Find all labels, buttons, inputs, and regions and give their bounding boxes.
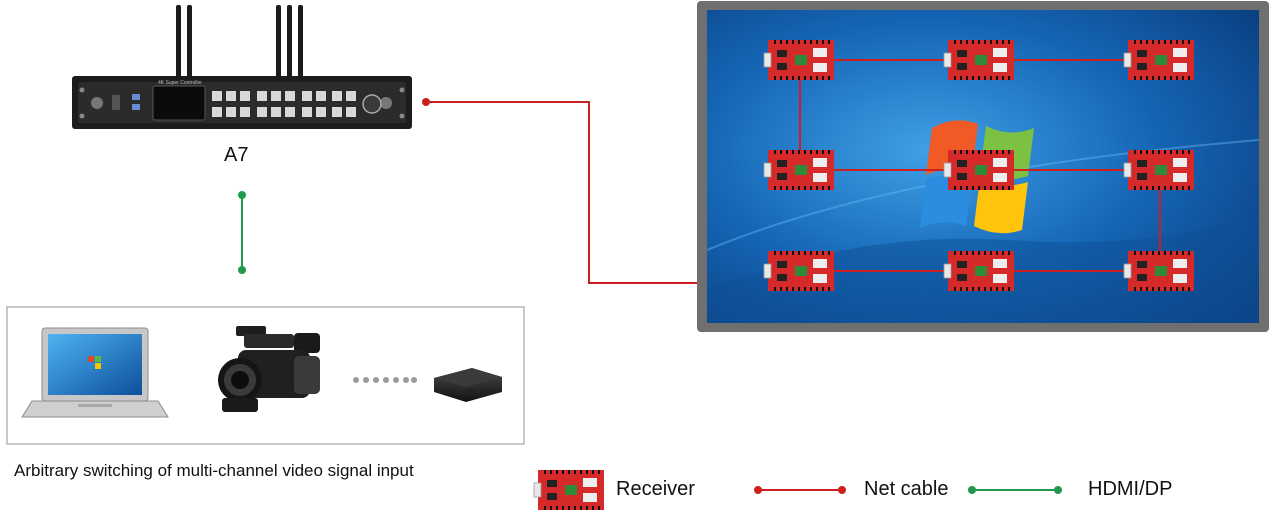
ellipsis-dots [353,377,417,383]
receiver-card-icon [1123,250,1195,292]
net-cable-endpoint [422,98,430,106]
receiver-grid [763,39,1195,292]
receiver-card-icon [1123,149,1195,191]
legend-net-cable-label: Net cable [864,478,949,500]
controller-panel-text: 4K Super Controller [158,80,202,86]
media-box-icon [434,368,502,402]
sources-caption: Arbitrary switching of multi-channel vid… [14,461,414,480]
net-cable-controller-to-screen [426,101,756,284]
legend [533,469,1062,511]
antenna [176,5,303,83]
receiver-card-icon [943,250,1015,292]
receiver-card-icon [1123,39,1195,81]
camcorder-icon [218,326,320,412]
legend-receiver-icon [533,469,605,511]
hdmi-cable-endpoint [238,191,246,199]
receiver-card-icon [763,149,835,191]
controller-knob [362,94,382,114]
controller-buttons [212,91,356,117]
legend-receiver-label: Receiver [616,478,695,500]
receiver-card-icon [943,149,1015,191]
hdmi-cable-endpoint [238,266,246,274]
legend-hdmi-label: HDMI/DP [1088,478,1173,500]
laptop-icon [21,327,169,418]
receiver-card-icon [943,39,1015,81]
controller-label: A7 [224,144,249,166]
receiver-card-icon [763,250,835,292]
controller-device: 4K Super Controller [72,5,412,129]
receiver-card-icon [763,39,835,81]
